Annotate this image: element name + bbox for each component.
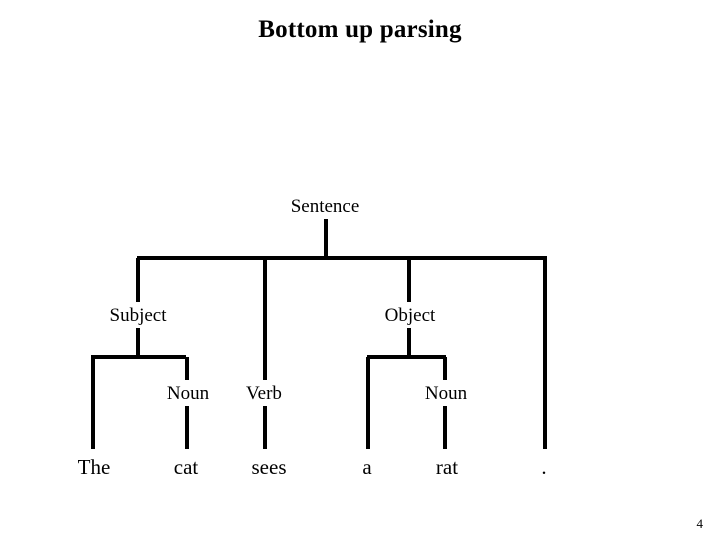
tree-node-subject: Subject	[110, 305, 168, 326]
tree-terminal-group: The cat sees a rat.	[78, 455, 547, 479]
tree-node-object: Object	[385, 305, 436, 326]
tree-node-noun2: Noun	[425, 383, 468, 404]
tree-node-sentence: Sentence	[291, 196, 360, 217]
page-number: 4	[696, 516, 704, 531]
tree-node-verb: Verb	[246, 383, 282, 404]
tree-term-the: The	[78, 455, 111, 479]
tree-edge-group	[91, 219, 547, 449]
tree-node-noun1: Noun	[167, 383, 210, 404]
tree-term-period: .	[541, 455, 546, 479]
tree-term-rat: rat	[436, 455, 458, 479]
tree-term-cat: cat	[174, 455, 199, 479]
tree-term-sees: sees	[252, 455, 287, 479]
page-title: Bottom up parsing	[258, 16, 462, 43]
tree-term-a: a	[362, 455, 372, 479]
